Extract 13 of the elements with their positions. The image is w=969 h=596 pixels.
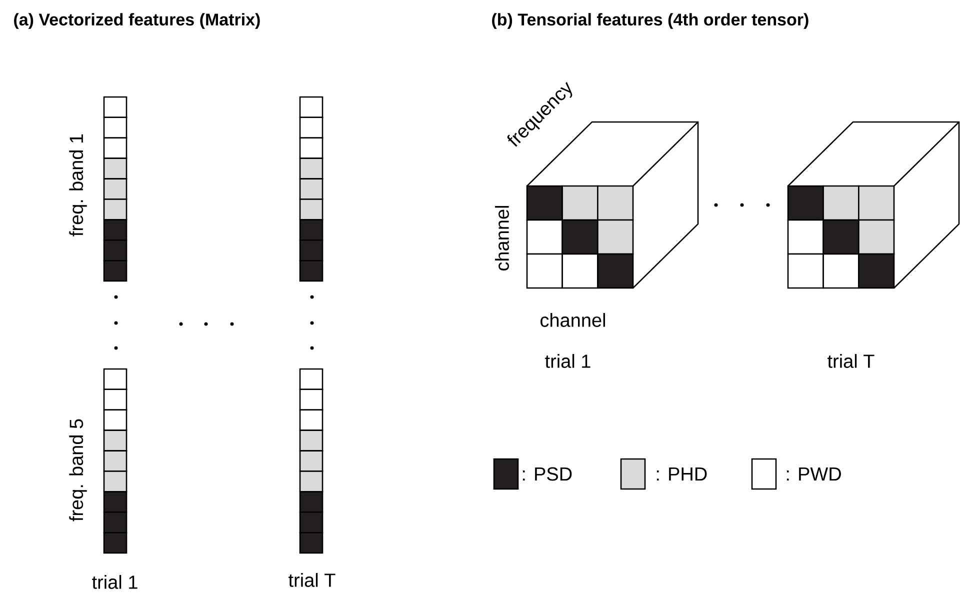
band-label: freq. band 5 — [69, 419, 87, 522]
panel-title: (b) Tensorial features (4th order tensor) — [492, 13, 808, 29]
legend-label: : PHD — [656, 467, 707, 481]
band-label: freq. band 1 — [69, 134, 87, 236]
trial-label: trial 1 — [92, 575, 138, 589]
trial-label: trial T — [828, 354, 874, 368]
legend-label: : PWD — [786, 467, 841, 481]
trial-label: trial T — [288, 573, 336, 587]
panel-title: (a) Vectorized features (Matrix) — [14, 13, 260, 29]
trial-label: trial 1 — [545, 354, 590, 368]
axis-label: channel — [540, 313, 605, 327]
legend-label: : PSD — [522, 467, 572, 481]
axis-label: channel — [495, 206, 509, 270]
